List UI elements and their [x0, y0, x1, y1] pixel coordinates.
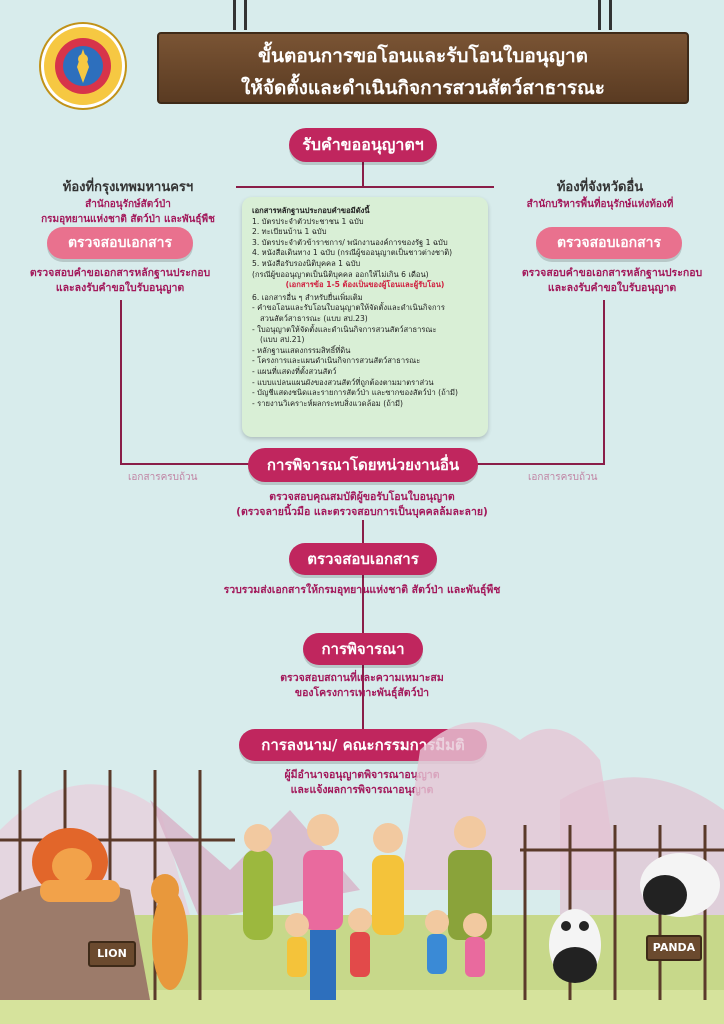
- docs-complete-right: เอกสารครบถ้วน: [528, 472, 598, 483]
- connector-left-vertical: [120, 300, 122, 464]
- doc-subitem: - โครงการและแผนดำเนินกิจการสวนสัตว์สาธาร…: [252, 356, 421, 366]
- connector-center-vertical: [362, 520, 364, 738]
- documents-note: (เอกสารข้อ 1-5 ต้องเป็นของผู้โอนและผู้รั…: [285, 280, 445, 290]
- department-logo: [41, 24, 125, 108]
- connector-top-horizontal: [236, 186, 494, 188]
- check-desc-right: ตรวจสอบคำขอเอกสารหลักฐานประกอบ และลงรับค…: [512, 266, 712, 296]
- bangkok-title: ท้องที่กรุงเทพมหานครฯ: [62, 180, 194, 195]
- bangkok-office: สำนักอนุรักษ์สัตว์ป่า: [85, 199, 171, 210]
- title-line-2: ให้จัดตั้งและดำเนินกิจการสวนสัตว์สาธารณะ: [241, 77, 605, 99]
- check-desc-left: ตรวจสอบคำขอเอกสารหลักฐานประกอบ และลงรับค…: [20, 266, 220, 296]
- doc-item: 4. หนังสือเดินทาง 1 ฉบับ (กรณีผู้ขออนุญา…: [252, 248, 453, 258]
- title-line-1: ขั้นตอนการขอโอนและรับโอนใบอนุญาต: [258, 45, 588, 67]
- step5-desc-line-2: และแจ้งผลการพิจารณาอนุญาต: [290, 784, 434, 796]
- connector-right-horizontal: [476, 463, 605, 465]
- doc-item: 2. ทะเบียนบ้าน 1 ฉบับ: [252, 227, 327, 237]
- step2-description: ตรวจสอบคุณสมบัติผู้ขอรับโอนใบอนุญาต (ตรว…: [212, 490, 512, 520]
- step-other-agency-review: การพิจารณาโดยหน่วยงานอื่น: [248, 448, 478, 482]
- emblem-icon: [55, 38, 111, 94]
- doc-item-6: 6. เอกสารอื่น ๆ สำหรับยื่นเพิ่มเติม: [252, 292, 363, 302]
- check-docs-left: ตรวจสอบเอกสาร: [47, 227, 193, 259]
- step5-desc-line-1: ผู้มีอำนาจอนุญาตพิจารณาอนุญาต: [284, 769, 440, 781]
- connector-left-horizontal: [120, 463, 250, 465]
- visitors-icon: [243, 814, 492, 1000]
- step4-desc-line-2: ของโครงการเพาะพันธุ์สัตว์ป่า: [294, 687, 430, 699]
- zoo-scene-illustration: [0, 722, 724, 1024]
- check-docs-right: ตรวจสอบเอกสาร: [536, 227, 682, 259]
- panda-sign: PANDA: [646, 935, 702, 961]
- documents-box: เอกสารหลักฐานประกอบคำขอมีดังนี้ 1. บัตรป…: [242, 197, 488, 437]
- documents-heading: เอกสารหลักฐานประกอบคำขอมีดังนี้: [252, 206, 370, 215]
- connector-top-vertical: [362, 162, 364, 186]
- bangkok-branch: ท้องที่กรุงเทพมหานครฯ สำนักอนุรักษ์สัตว์…: [28, 176, 228, 227]
- check-desc-left-line-2: และลงรับคำขอใบรับอนุญาต: [55, 282, 185, 294]
- lion-sign: LION: [88, 941, 136, 967]
- doc-subitem: - ใบอนุญาตให้จัดตั้งและดำเนินกิจการสวนสั…: [252, 324, 437, 334]
- doc-item: (กรณีผู้ขออนุญาตเป็นนิติบุคคล ออกให้ไม่เ…: [252, 269, 429, 279]
- step5-description: ผู้มีอำนาจอนุญาตพิจารณาอนุญาต และแจ้งผลก…: [232, 768, 492, 798]
- step3-description: รวบรวมส่งเอกสารให้กรมอุทยานแห่งชาติ สัตว…: [223, 584, 501, 596]
- doc-subitem: สวนสัตว์สาธารณะ (แบบ สป.23): [260, 313, 368, 323]
- doc-subitem: - แบบแปลนแผนผังของสวนสัตว์ที่ถูกต้องตามม…: [252, 377, 434, 387]
- step-consideration: การพิจารณา: [303, 633, 423, 665]
- chain-right-icon: [598, 0, 612, 30]
- doc-subitem: (แบบ สป.21): [260, 335, 305, 345]
- check-desc-left-line-1: ตรวจสอบคำขอเอกสารหลักฐานประกอบ: [29, 267, 211, 279]
- docs-complete-left: เอกสารครบถ้วน: [128, 472, 198, 483]
- doc-item: 1. บัตรประจำตัวประชาชน 1 ฉบับ: [252, 216, 364, 226]
- step-receive-request: รับคำขออนุญาตฯ: [289, 128, 437, 162]
- connector-right-vertical: [603, 300, 605, 464]
- step2-desc-line-2: (ตรวจลายนิ้วมือ และตรวจสอบการเป็นบุคคลล้…: [236, 506, 488, 518]
- header: ขั้นตอนการขอโอนและรับโอนใบอนุญาต ให้จัดต…: [0, 0, 724, 120]
- doc-subitem: - บัญชีแสดงชนิดและรายการสัตว์ป่า และซากข…: [252, 388, 458, 398]
- chain-left-icon: [233, 0, 247, 30]
- province-branch: ท้องที่จังหวัดอื่น สำนักบริหารพื้นที่อนุ…: [500, 176, 700, 212]
- doc-item: 5. หนังสือรับรองนิติบุคคล 1 ฉบับ: [252, 258, 361, 268]
- bangkok-department: กรมอุทยานแห่งชาติ สัตว์ป่า และพันธุ์พืช: [41, 214, 215, 225]
- doc-subitem: - หลักฐานแสดงกรรมสิทธิ์ที่ดิน: [252, 345, 351, 355]
- step-check-docs: ตรวจสอบเอกสาร: [289, 543, 437, 575]
- check-desc-right-line-1: ตรวจสอบคำขอเอกสารหลักฐานประกอบ: [521, 267, 703, 279]
- check-desc-right-line-2: และลงรับคำขอใบรับอนุญาต: [547, 282, 677, 294]
- title-sign: ขั้นตอนการขอโอนและรับโอนใบอนุญาต ให้จัดต…: [157, 32, 689, 104]
- step4-description: ตรวจสอบสถานที่และความเหมาะสม ของโครงการเ…: [232, 671, 492, 701]
- doc-subitem: - แผนที่แสดงที่ตั้งสวนสัตว์: [252, 366, 337, 376]
- province-office: สำนักบริหารพื้นที่อนุรักษ์แห่งท้องที่: [526, 199, 674, 210]
- step2-desc-line-1: ตรวจสอบคุณสมบัติผู้ขอรับโอนใบอนุญาต: [269, 491, 455, 503]
- step4-desc-line-1: ตรวจสอบสถานที่และความเหมาะสม: [280, 672, 444, 684]
- doc-subitem: - คำขอโอนและรับโอนใบอนุญาตให้จัดตั้งและด…: [252, 303, 445, 313]
- doc-item: 3. บัตรประจำตัวข้าราชการ/ พนักงานองค์การ…: [252, 237, 448, 247]
- province-title: ท้องที่จังหวัดอื่น: [556, 180, 644, 195]
- doc-subitem: - รายงานวิเคราะห์ผลกระทบสิ่งแวดล้อม (ถ้า…: [252, 398, 404, 408]
